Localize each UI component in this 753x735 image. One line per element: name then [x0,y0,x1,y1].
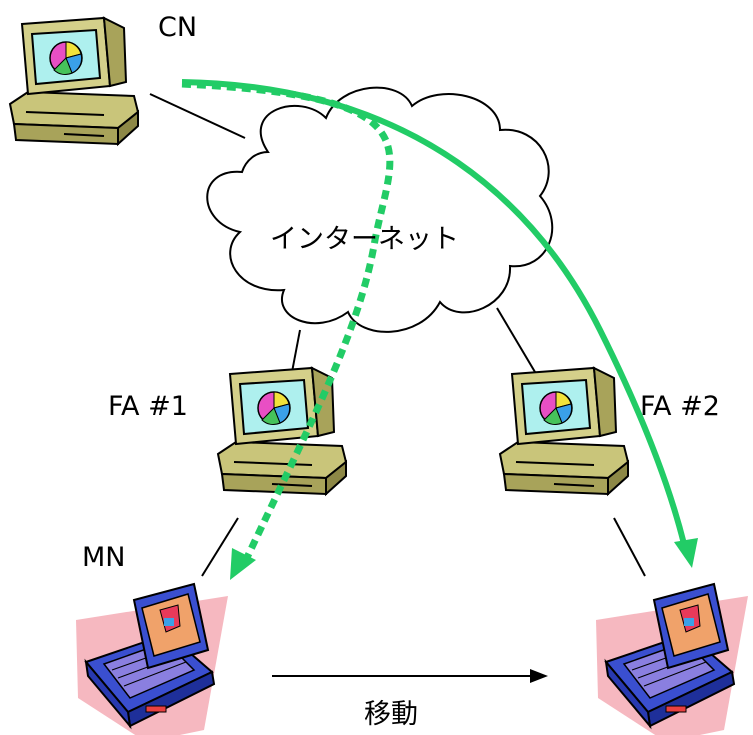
move-arrow [272,669,548,683]
fa1-link-line [291,329,301,373]
fa2-computer-icon [499,367,629,495]
fa1-mn-link-line [201,517,239,577]
old-route-dashed-arrow [181,80,394,580]
cn-computer-icon [9,17,139,145]
fa1-label: FA #1 [108,391,188,422]
mn-moved-laptop-icon [595,583,749,735]
mn-laptop-icon [75,583,229,735]
fa2-label: FA #2 [640,391,720,422]
fa2-link-line [496,307,536,373]
fa1-computer-icon [217,367,347,495]
internet-label: インターネット [270,224,459,255]
new-route-solid-arrow [181,79,698,568]
cn-link-line [149,93,246,139]
move-label: 移動 [364,699,418,730]
fa2-mn-link-line [613,517,646,577]
cn-label: CN [158,12,197,43]
mn-label: MN [82,542,126,573]
